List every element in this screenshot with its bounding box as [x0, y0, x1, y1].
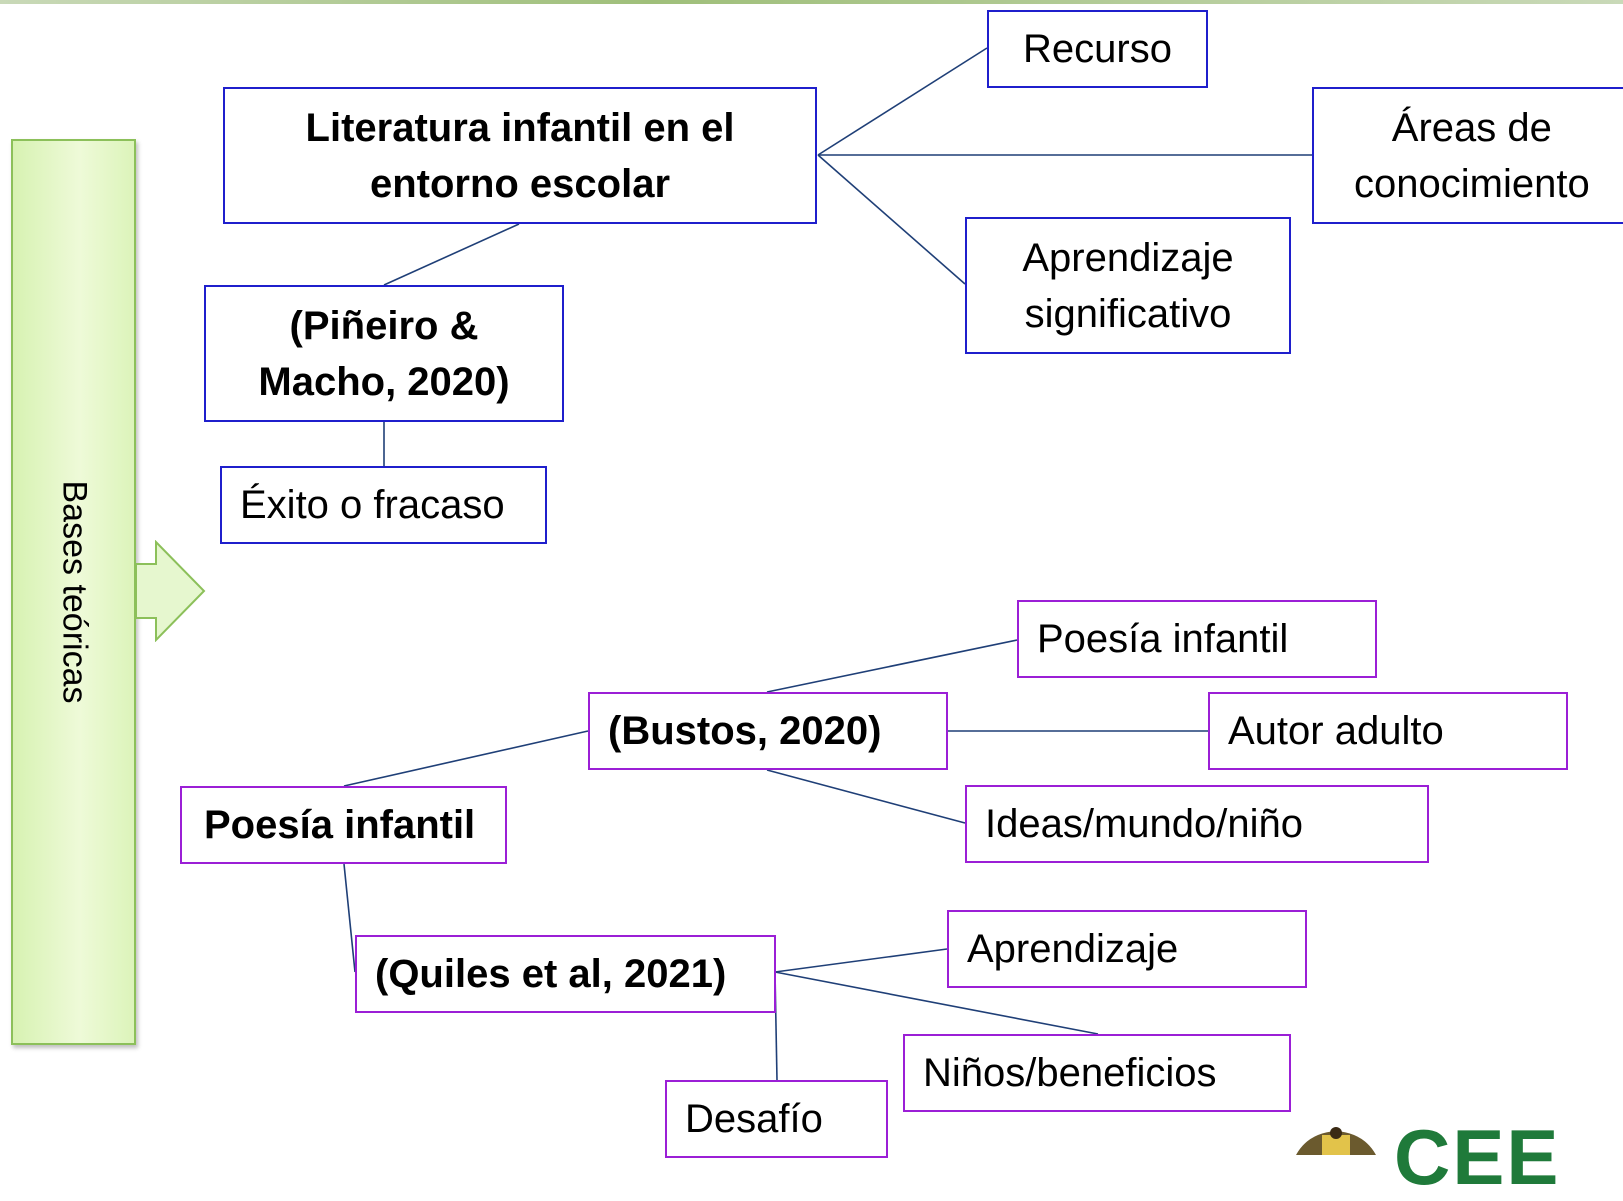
coat-of-arms-logo — [1296, 1127, 1376, 1155]
node-ninos-beneficios: Niños/beneficios — [903, 1034, 1291, 1112]
node-cita-quiles: (Quiles et al, 2021) — [355, 935, 776, 1013]
right-arrow-icon — [135, 540, 206, 642]
node-areas-conocimiento: Áreas de conocimiento — [1312, 87, 1623, 224]
node-exito-fracaso: Éxito o fracaso — [220, 466, 547, 544]
connector-main-cita — [383, 223, 520, 286]
node-poesia-infantil-main: Poesía infantil — [180, 786, 507, 864]
logo-text: CEE — [1394, 1113, 1561, 1201]
connector-bustos-poesiainf — [766, 639, 1018, 693]
connector-bustos-ideas — [766, 769, 966, 824]
node-recurso: Recurso — [987, 10, 1208, 88]
bases-teoricas-label: Bases teóricas — [55, 480, 94, 704]
node-literatura-infantil: Literatura infantil en el entorno escola… — [223, 87, 817, 224]
bases-teoricas-panel — [11, 139, 136, 1045]
node-aprendizaje-significativo: Aprendizaje significativo — [965, 217, 1291, 354]
connector-main-recurso — [817, 47, 988, 156]
node-cita-pineiro: (Piñeiro & Macho, 2020) — [204, 285, 564, 422]
node-poesia-infantil: Poesía infantil — [1017, 600, 1377, 678]
connector-quiles-aprendizaje — [774, 948, 948, 973]
top-decorative-bar — [0, 0, 1623, 4]
node-aprendizaje: Aprendizaje — [947, 910, 1307, 988]
connector-poesia-quiles — [343, 863, 356, 973]
connector-poesia-bustos — [343, 730, 589, 787]
node-autor-adulto: Autor adulto — [1208, 692, 1568, 770]
connector-quiles-ninos — [774, 971, 1099, 1035]
node-cita-bustos: (Bustos, 2020) — [588, 692, 948, 770]
node-ideas-mundo-nino: Ideas/mundo/niño — [965, 785, 1429, 863]
node-desafio: Desafío — [665, 1080, 888, 1158]
connector-main-aprendizaje — [817, 154, 966, 285]
